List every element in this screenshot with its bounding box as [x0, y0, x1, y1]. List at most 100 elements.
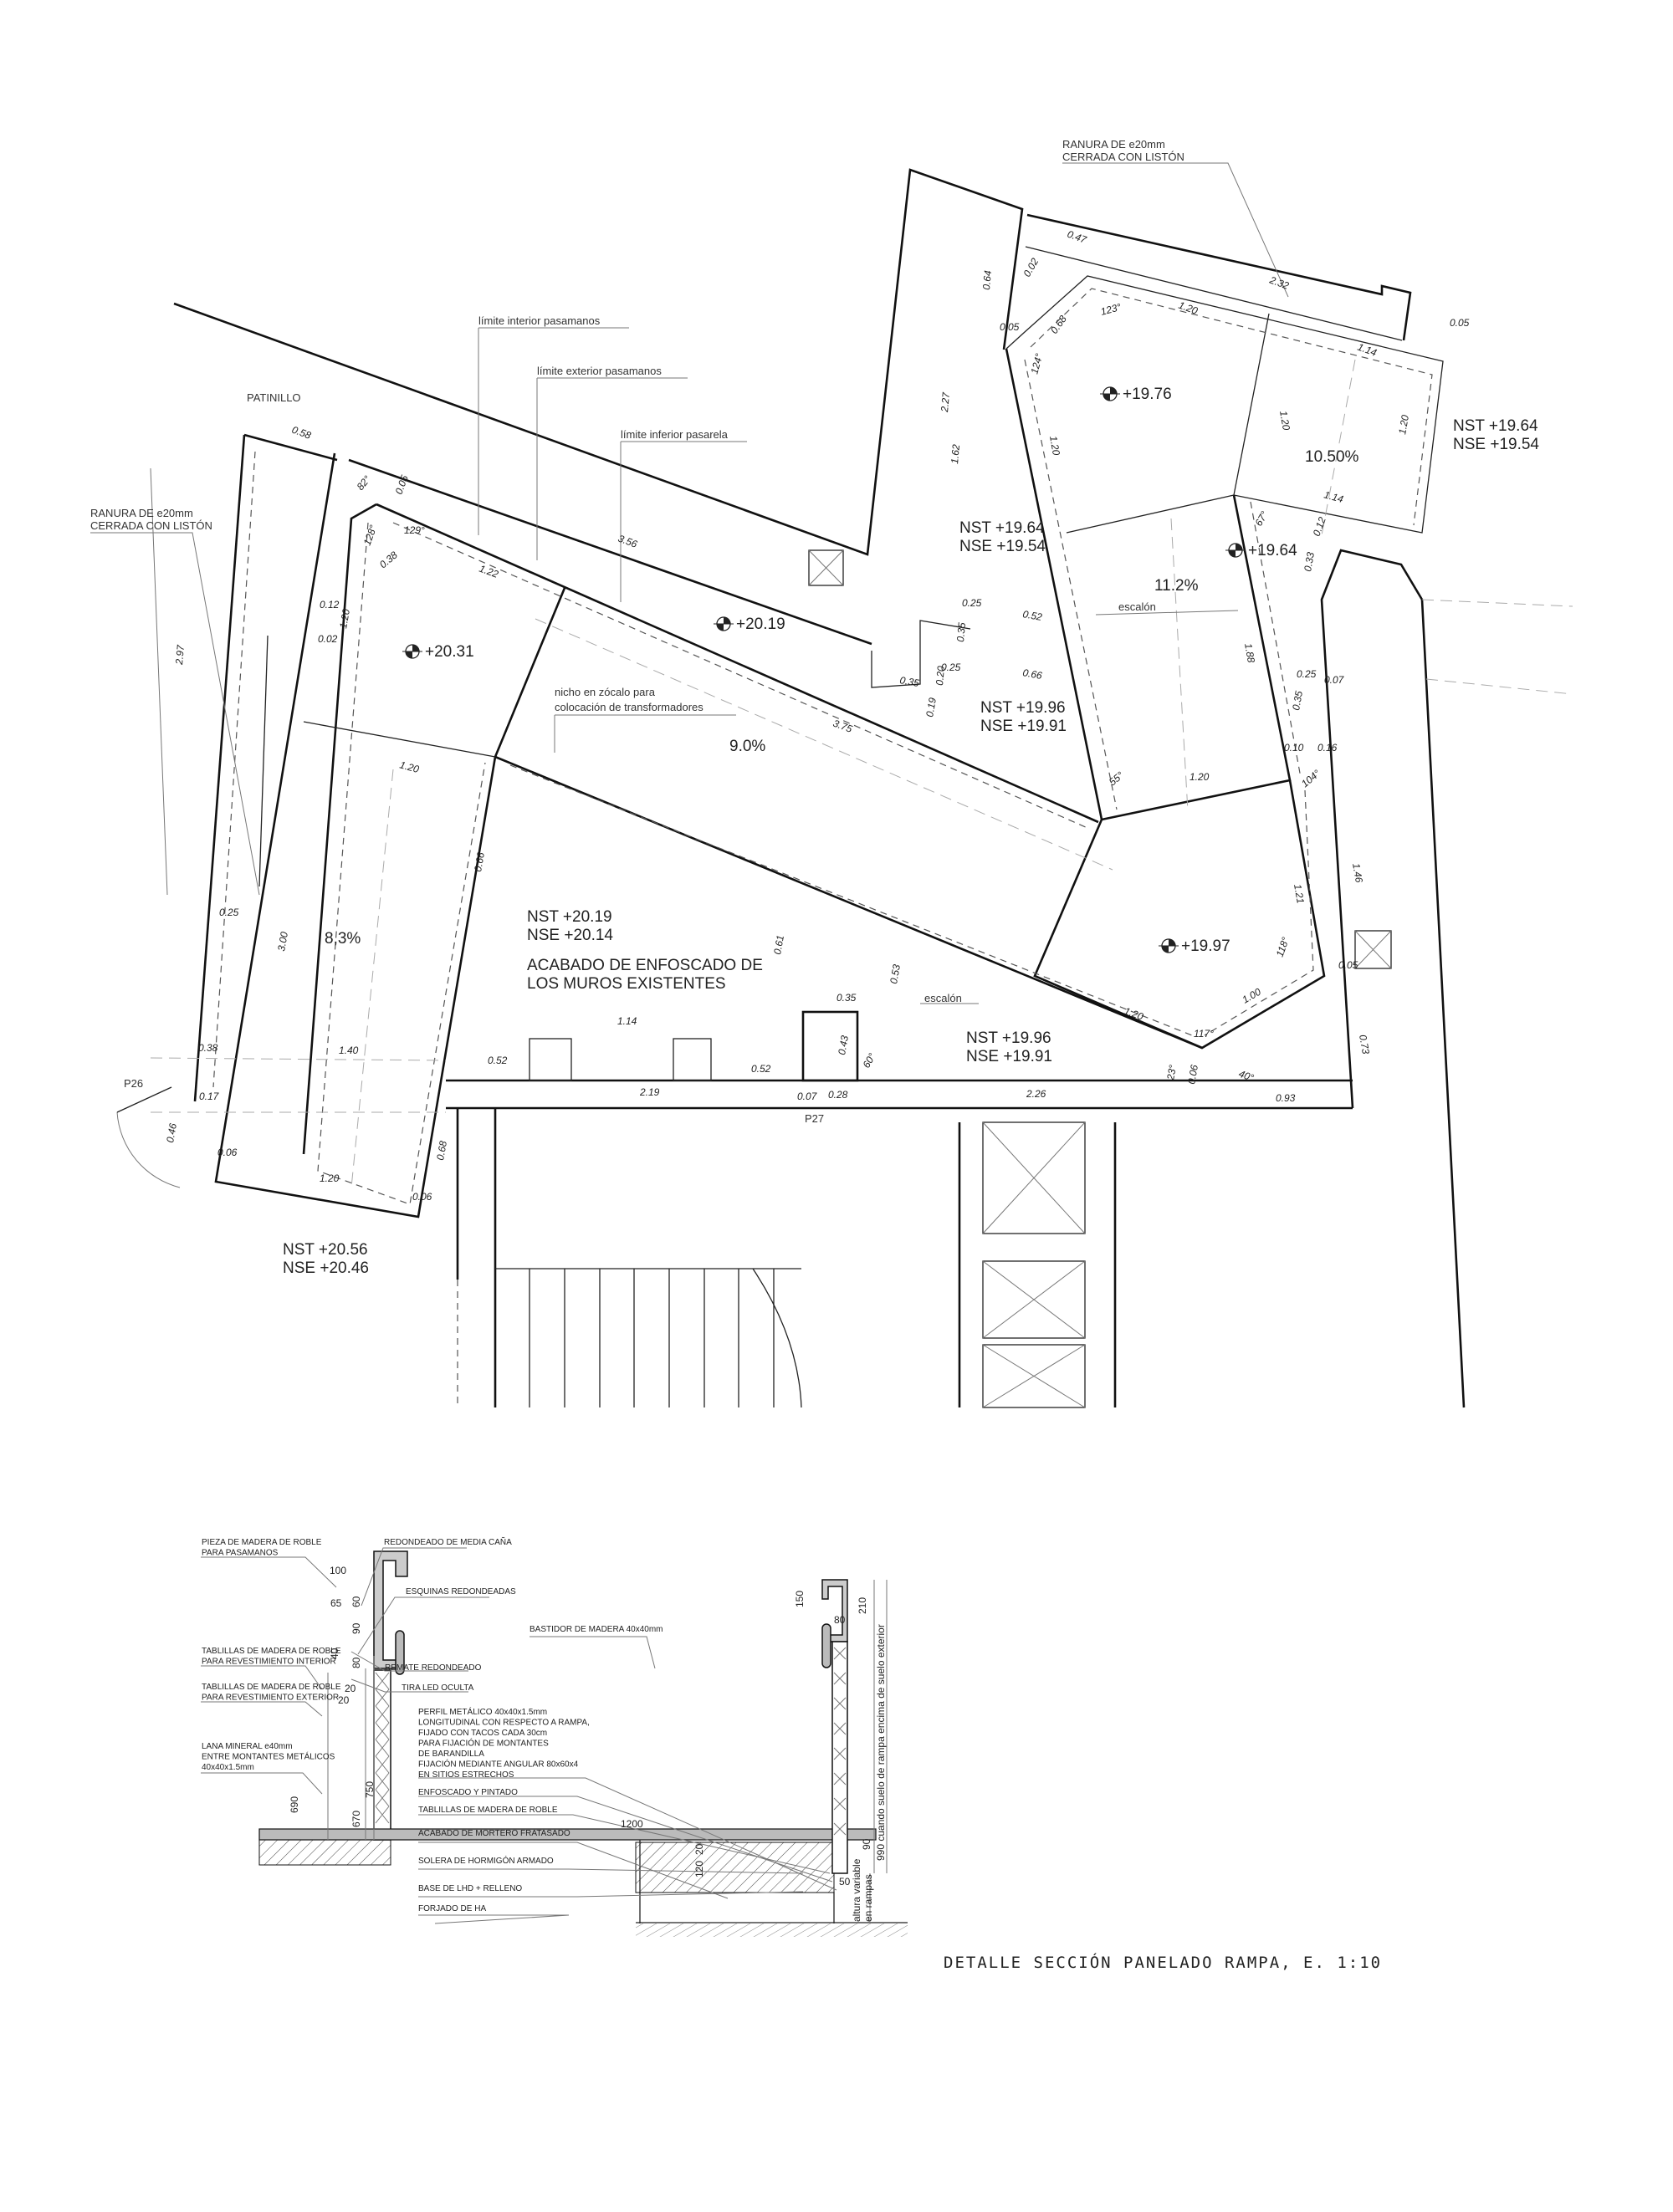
dimension-label: 0.38 [377, 549, 400, 570]
dimension-label: 128° [361, 524, 380, 547]
nse-level: NSE +19.54 [1453, 436, 1539, 453]
level-datum-icon [714, 616, 734, 631]
dimension-label: 0.46 [164, 1122, 179, 1144]
stairs [529, 1268, 802, 1408]
dimension-label: 3.00 [275, 931, 290, 953]
dimension-label: 0.06 [412, 1191, 432, 1203]
level-datum-icon [1159, 938, 1179, 953]
post-detail [529, 1038, 572, 1081]
note-nicho: colocación de transformadores [555, 701, 703, 713]
section-dimension: 20 [693, 1843, 705, 1855]
altura-variable: en rampas [862, 1874, 874, 1922]
upper-landing [1005, 275, 1444, 534]
dimension-label: 0.68 [434, 1140, 449, 1162]
dimension-label: 1.62 [949, 443, 962, 464]
note-ranura: RANURA DE e20mm [1062, 138, 1165, 151]
dimension-label: 0.61 [771, 934, 786, 955]
dimension-label: 0.25 [1297, 668, 1317, 680]
dimension-label: 1.14 [1323, 488, 1344, 505]
level-label: +20.31 [425, 643, 474, 661]
section-dimension: 80 [834, 1614, 846, 1626]
section-detail [201, 1547, 908, 1937]
dimension-label: 0.43 [836, 1034, 851, 1056]
dimension-label: 1.20 [398, 759, 420, 775]
altura-variable: altura variable [851, 1858, 862, 1922]
nse-level: NSE +19.54 [959, 538, 1046, 555]
section-dimension: 690 [289, 1796, 300, 1813]
section-note: PARA PASAMANOS [202, 1549, 279, 1558]
dimension-label: 1.22 [478, 563, 500, 580]
post-detail [673, 1038, 712, 1081]
dimension-label: 0.66 [472, 851, 487, 873]
section-note: FIJADO CON TACOS CADA 30cm [418, 1729, 547, 1738]
note-escalon: escalón [1118, 600, 1156, 613]
section-note: PARA REVESTIMIENTO EXTERIOR [202, 1693, 339, 1703]
section-note: REMATE REDONDEADO [385, 1663, 482, 1673]
dimension-label: 0.16 [1317, 742, 1338, 754]
dimension-label: 0.12 [320, 599, 340, 610]
slope-label: 11.2% [1154, 577, 1199, 595]
dimension-label: 0.52 [1021, 608, 1043, 623]
dimension-label: 0.05 [1450, 317, 1470, 329]
dimension-label: 2.19 [639, 1086, 660, 1098]
section-note: PERFIL METÁLICO 40x40x1.5mm [418, 1706, 547, 1717]
section-dimension: 50 [839, 1876, 851, 1888]
section-note: BASTIDOR DE MADERA 40x40mm [530, 1625, 663, 1634]
dimension-label: 0.06 [1185, 1064, 1200, 1086]
column-box [808, 549, 844, 586]
dimension-label: 0.58 [290, 424, 313, 442]
dimension-label: 123° [1099, 301, 1123, 318]
plan-linework [90, 162, 1573, 1408]
section-note: LONGITUDINAL CON RESPECTO A RAMPA, [418, 1719, 590, 1728]
dimension-label: 0.07 [797, 1091, 818, 1102]
dimension-label: 1.20 [1396, 414, 1411, 436]
parapet [348, 458, 872, 646]
label-p27: P27 [805, 1112, 824, 1125]
column-box [1354, 930, 1392, 969]
level-label: +19.76 [1123, 386, 1172, 403]
note-nicho: nicho en zócalo para [555, 686, 656, 698]
dimension-label: 1.20 [320, 1172, 340, 1184]
section-dimension: 90 [350, 1622, 362, 1634]
note-patinillo: PATINILLO [247, 391, 301, 404]
section-note: PARA REVESTIMIENTO INTERIOR [202, 1658, 336, 1667]
section-dimension: 150 [794, 1591, 806, 1607]
note-acabado: LOS MUROS EXISTENTES [527, 975, 726, 993]
dimension-label: 0.25 [962, 597, 982, 609]
level-datum-icon [1100, 386, 1120, 401]
slab-hatch [635, 1842, 835, 1893]
section-note: TABLILLAS DE MADERA DE ROBLE [202, 1647, 341, 1656]
section-note: DE BARANDILLA [418, 1750, 484, 1759]
ramp-9-top-edge [376, 503, 1099, 824]
level-label: +20.19 [736, 616, 785, 633]
dimension-label: 0.25 [941, 662, 961, 673]
dimension-label: 0.35 [954, 621, 968, 642]
level-datum-icon [402, 644, 422, 659]
dimension-label: 1.46 [1350, 862, 1365, 884]
floor-finish [258, 1828, 877, 1841]
dimension-label: 1.20 [1277, 410, 1292, 432]
section-dimension: 40 [329, 1648, 340, 1659]
dimension-label: 1.20 [1047, 435, 1062, 457]
level-label: +19.97 [1181, 937, 1230, 955]
dimension-label: 0.07 [1324, 674, 1345, 686]
dimension-label: 0.35 [1290, 690, 1305, 712]
dimension-label: 124° [1028, 352, 1045, 375]
dimension-label: 0.35 [898, 674, 920, 689]
dimension-label: 0.68 [1048, 313, 1069, 335]
note-limite-exterior: límite exterior pasamanos [537, 365, 662, 377]
dimension-label: 1.00 [1241, 986, 1264, 1006]
section-note: PIEZA DE MADERA DE ROBLE [202, 1538, 322, 1547]
dimension-label: 0.35 [836, 992, 857, 1004]
section-dimension: 65 [330, 1597, 342, 1609]
section-dimension: 670 [350, 1811, 362, 1827]
nst-level: NST +20.56 [283, 1241, 368, 1259]
section-note: FORJADO DE HA [418, 1904, 486, 1913]
dimension-label: 0.47 [1066, 228, 1089, 247]
lower-right-landing [1033, 779, 1326, 1050]
dimension-label: 0.17 [199, 1091, 220, 1102]
dimension-label: 0.10 [1284, 742, 1304, 754]
section-dimension: 20 [345, 1683, 356, 1694]
dimension-label: 0.06 [217, 1147, 238, 1158]
dimension-label: 0.66 [1021, 667, 1043, 682]
